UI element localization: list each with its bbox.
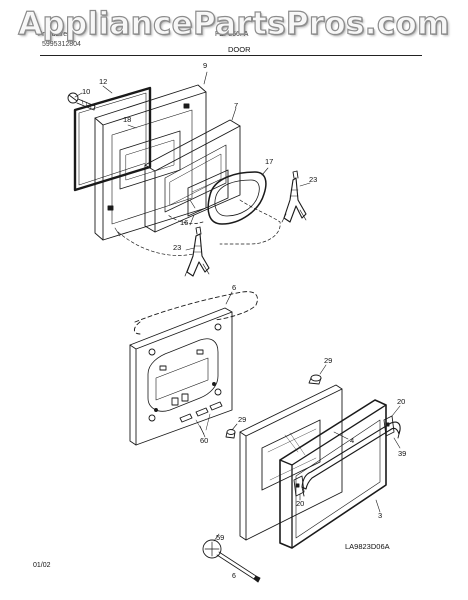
footer-page-number: 6: [232, 573, 236, 580]
callout-16: 16: [180, 218, 189, 227]
callout-29-lower: 29: [238, 415, 247, 424]
door-hinge-right: [281, 170, 307, 223]
callout-20-left: 20: [296, 499, 305, 508]
callout-29-upper: 29: [324, 356, 333, 365]
site-watermark: AppliancePartsPros.com: [18, 5, 450, 42]
callout-7: 7: [234, 101, 239, 110]
callout-12: 12: [99, 77, 108, 86]
door-spacers: [179, 401, 223, 435]
callout-59: 59: [216, 533, 225, 542]
window-seal: [207, 171, 267, 225]
header-brand: Frigidaire: [38, 31, 68, 38]
callout-10: 10: [82, 87, 91, 96]
outer-door-frame: [279, 399, 387, 549]
callout-60: 60: [200, 436, 209, 445]
header-model: FEF366FA: [215, 31, 249, 38]
header-publication-number: 5995312804: [42, 41, 81, 48]
outer-door-panel: [129, 307, 233, 446]
callout-6: 6: [232, 283, 237, 292]
header-rule: [40, 55, 422, 56]
callout-4: 4: [350, 436, 355, 445]
window-pane: [261, 419, 321, 491]
door-pins: [225, 374, 322, 439]
callout-20-right: 20: [397, 397, 406, 406]
assembly-dash-lines: [117, 199, 281, 256]
callout-23-right: 23: [309, 175, 318, 184]
door-screw: [67, 92, 96, 111]
window-glass: [187, 169, 229, 217]
outer-panel-dash-outline: [134, 291, 258, 323]
door-handle: [301, 421, 401, 497]
handle-screw: [202, 539, 261, 583]
inner-glass-panel: [239, 384, 343, 541]
window-frame: [144, 119, 241, 233]
callout-23-left: 23: [173, 243, 182, 252]
handle-end-caps: [293, 415, 395, 497]
callout-17: 17: [265, 157, 274, 166]
door-hinge-left: [184, 226, 210, 277]
door-gasket: [73, 86, 152, 192]
callout-18: 18: [123, 115, 132, 124]
footer-date: 01/02: [33, 562, 51, 569]
section-title: DOOR: [228, 45, 251, 54]
figure-code: LA9823D06A: [345, 542, 390, 551]
callout-39: 39: [398, 449, 407, 458]
callout-leader-lines: [74, 71, 401, 542]
callout-3: 3: [378, 511, 383, 520]
callout-9: 9: [203, 61, 208, 70]
